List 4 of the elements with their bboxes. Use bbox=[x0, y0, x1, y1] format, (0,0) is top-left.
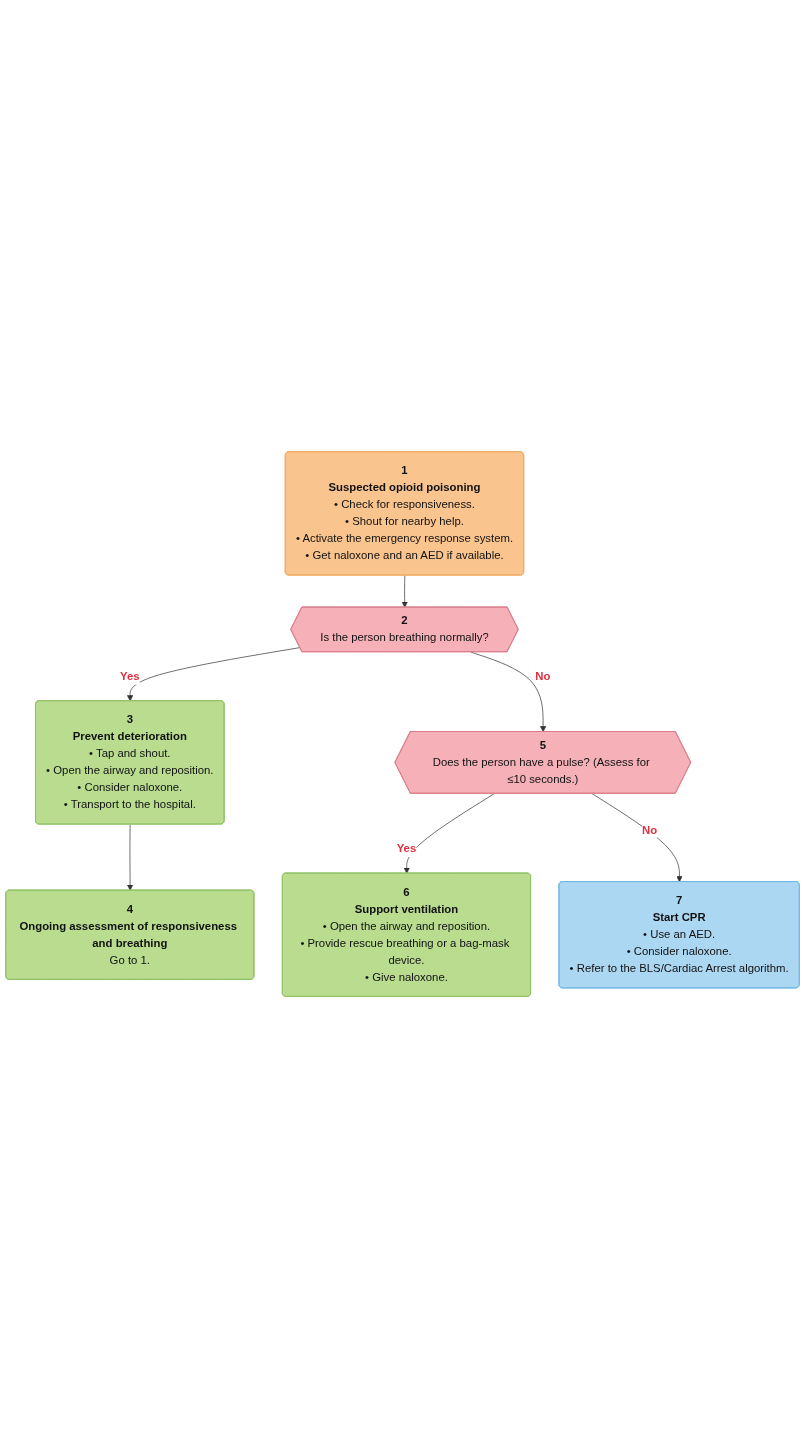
edge-label: No bbox=[535, 670, 551, 683]
edge-label: No bbox=[642, 824, 658, 837]
edge-label: Yes bbox=[120, 670, 140, 683]
edge-label: Yes bbox=[396, 842, 417, 855]
